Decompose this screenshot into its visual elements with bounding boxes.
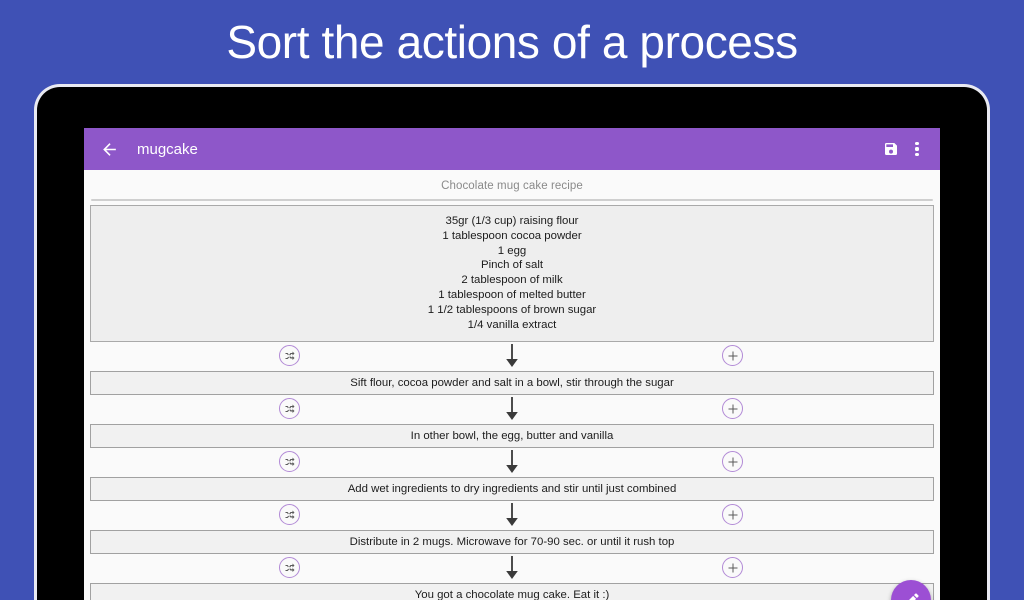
- ingredient-item: 1 egg: [497, 244, 527, 257]
- connector-row: [90, 448, 934, 477]
- ingredient-item: 1 tablespoon of melted butter: [438, 288, 586, 301]
- plus-circle-icon[interactable]: [722, 398, 743, 420]
- connector-row: [90, 395, 934, 424]
- shuffle-icon[interactable]: [279, 398, 300, 420]
- more-vertical-icon[interactable]: [906, 134, 928, 164]
- tablet-device-frame: mugcake Chocolate mug cake recipe 35gr (…: [34, 84, 990, 600]
- edit-pencil-icon: [908, 592, 919, 600]
- overflow-dots: [915, 141, 919, 157]
- tablet-screen: mugcake Chocolate mug cake recipe 35gr (…: [84, 128, 940, 600]
- plus-circle-icon[interactable]: [722, 557, 743, 579]
- step-row[interactable]: In other bowl, the egg, butter and vanil…: [90, 424, 934, 449]
- connector-row: [90, 501, 934, 530]
- shuffle-icon[interactable]: [279, 451, 300, 473]
- plus-circle-icon[interactable]: [722, 345, 743, 367]
- title-divider: [91, 199, 933, 201]
- arrow-down-icon: [504, 397, 520, 421]
- arrow-down-icon: [504, 556, 520, 580]
- ingredient-item: 1 tablespoon cocoa powder: [442, 229, 582, 242]
- save-floppy-disk-icon[interactable]: [876, 134, 906, 164]
- ingredient-item: 1/4 vanilla extract: [467, 318, 557, 331]
- step-row[interactable]: Add wet ingredients to dry ingredients a…: [90, 477, 934, 502]
- ingredient-item: 2 tablespoon of milk: [461, 274, 563, 287]
- plus-circle-icon[interactable]: [722, 451, 743, 473]
- step-row[interactable]: Distribute in 2 mugs. Microwave for 70-9…: [90, 530, 934, 555]
- arrow-down-icon: [504, 344, 520, 368]
- shuffle-icon[interactable]: [279, 504, 300, 526]
- ingredient-item: Pinch of salt: [480, 259, 544, 272]
- step-row[interactable]: You got a chocolate mug cake. Eat it :): [90, 583, 934, 600]
- app-title: mugcake: [137, 140, 198, 158]
- recipe-title[interactable]: Chocolate mug cake recipe: [441, 180, 583, 192]
- back-arrow-icon[interactable]: [94, 134, 124, 164]
- app-bar: mugcake: [84, 128, 940, 170]
- edit-fab-button[interactable]: [891, 580, 931, 600]
- promo-headline: Sort the actions of a process: [226, 16, 798, 68]
- shuffle-icon[interactable]: [279, 345, 300, 367]
- recipe-content: Chocolate mug cake recipe 35gr (1/3 cup)…: [84, 170, 940, 600]
- ingredient-item: 35gr (1/3 cup) raising flour: [445, 215, 579, 227]
- connector-row: [90, 554, 934, 583]
- ingredients-box[interactable]: 35gr (1/3 cup) raising flour 1 tablespoo…: [90, 205, 934, 343]
- connector-row: [90, 342, 934, 371]
- arrow-down-icon: [504, 450, 520, 474]
- arrow-down-icon: [504, 503, 520, 527]
- ingredient-item: 1 1/2 tablespoons of brown sugar: [427, 303, 597, 316]
- shuffle-icon[interactable]: [279, 557, 300, 579]
- step-row[interactable]: Sift flour, cocoa powder and salt in a b…: [90, 371, 934, 396]
- plus-circle-icon[interactable]: [722, 504, 743, 526]
